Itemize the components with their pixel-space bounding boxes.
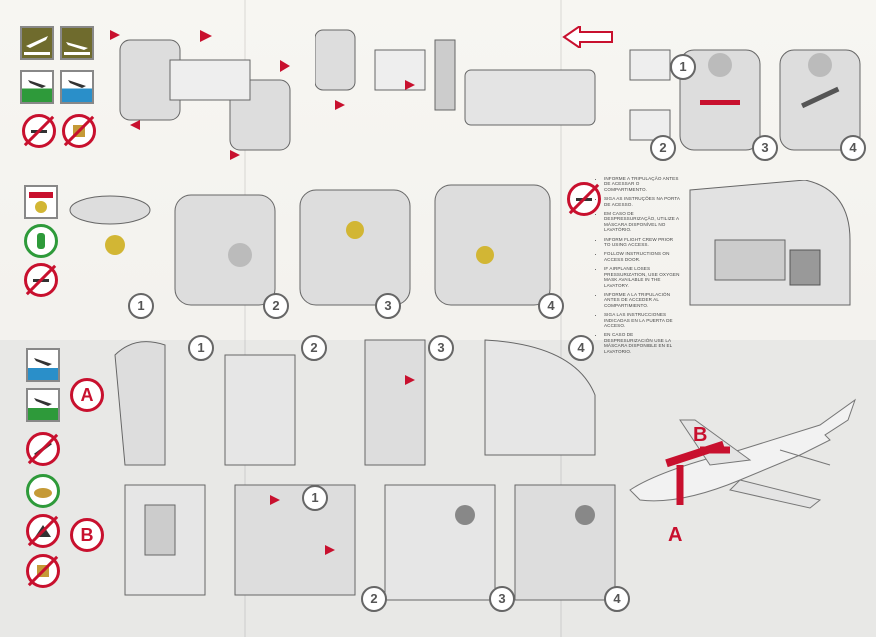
step-number: 1 xyxy=(302,485,328,511)
oxygen-mask-icon xyxy=(24,185,58,219)
land-surface-icon xyxy=(20,70,54,104)
no-smoking-icon xyxy=(24,263,58,297)
no-baggage-icon xyxy=(62,114,96,148)
water-surface-icon xyxy=(60,70,94,104)
fold-line xyxy=(244,0,246,637)
step-number: 2 xyxy=(263,293,289,319)
step-number: 1 xyxy=(128,293,154,319)
step-number: 3 xyxy=(489,586,515,612)
no-smoking-icon xyxy=(567,182,601,216)
exit-label-b: B xyxy=(693,424,708,446)
seat-belt-illustration xyxy=(625,40,865,160)
step-number: 2 xyxy=(650,135,676,161)
exit-label-b: B xyxy=(70,518,104,552)
step-number: 2 xyxy=(361,586,387,612)
exit-label-a: A xyxy=(70,378,104,412)
instruction-line: FOLLOW INSTRUCTIONS ON ACCESS DOOR. xyxy=(604,251,680,262)
step-number: 1 xyxy=(670,54,696,80)
water-surface-icon xyxy=(26,348,60,382)
step-number: 4 xyxy=(568,335,594,361)
instruction-line: SIGA AS INSTRUÇÕES NA PORTA DE ACESSO. xyxy=(604,196,680,207)
no-baggage-icon xyxy=(26,554,60,588)
instruction-line: IF AIRPLANE LOSES PRESSURIZATION, USE OX… xyxy=(604,266,680,288)
step-number: 4 xyxy=(604,586,630,612)
landing-on-land-icon xyxy=(20,26,54,60)
no-jump-icon xyxy=(26,432,60,466)
instruction-line: INFORME A LA TRIPULACIÓN ANTES DE ACCEDE… xyxy=(604,292,680,308)
step-number: 4 xyxy=(840,135,866,161)
instruction-line: SIGA LAS INSTRUCCIONES INDICADAS EN LA P… xyxy=(604,312,680,328)
instruction-line: INFORM FLIGHT CREW PRIOR TO USING ACCESS… xyxy=(604,237,680,248)
instruction-line: EN CASO DE DESPRESURIZACIÓN USE LA MÁSCA… xyxy=(604,332,680,354)
exit-b-illustration xyxy=(105,475,625,610)
aircraft-exit-diagram xyxy=(620,380,865,550)
step-number: 3 xyxy=(375,293,401,319)
lavatory-illustration xyxy=(685,180,860,310)
direction-arrow-icon xyxy=(562,26,613,48)
seat-adjustment-illustration xyxy=(100,20,300,160)
step-number: 3 xyxy=(428,335,454,361)
lavatory-instructions: INFORME A TRIPULAÇÃO ANTES DE ACESSAR O … xyxy=(598,176,680,358)
cabin-sofa-illustration xyxy=(315,20,605,140)
oxygen-bottle-icon xyxy=(24,224,58,258)
instruction-line: INFORME A TRIPULAÇÃO ANTES DE ACESSAR O … xyxy=(604,176,680,192)
instruction-line: EM CASO DE DESPRESSURIZAÇÃO, UTILIZE A M… xyxy=(604,211,680,233)
step-number: 1 xyxy=(188,335,214,361)
exit-label-a: A xyxy=(668,524,683,546)
landing-on-land-alt-icon xyxy=(60,26,94,60)
no-high-heels-icon xyxy=(26,514,60,548)
no-smoking-icon xyxy=(22,114,56,148)
oxygen-mask-illustration xyxy=(65,175,565,315)
exit-a-illustration xyxy=(105,335,605,470)
land-surface-icon xyxy=(26,388,60,422)
step-number: 2 xyxy=(301,335,327,361)
step-number: 3 xyxy=(752,135,778,161)
remove-shoes-icon xyxy=(26,474,60,508)
fold-line xyxy=(560,0,562,637)
step-number: 4 xyxy=(538,293,564,319)
